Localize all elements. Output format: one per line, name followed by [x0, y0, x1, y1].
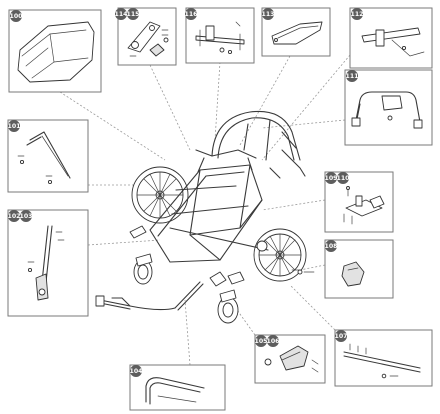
callout-badge-circle [262, 8, 274, 20]
panel-113 [261, 7, 331, 57]
callout-number: 112 [351, 11, 364, 18]
central-stroller-assembly [95, 110, 315, 324]
callout-112: 112 [351, 8, 364, 20]
callout-104: 104 [130, 365, 144, 377]
callout-106: 106 [267, 335, 280, 347]
callout-number: 107 [335, 333, 348, 340]
callout-number: 108 [325, 243, 338, 250]
callout-number: 114 [115, 11, 129, 18]
callout-number: 106 [267, 338, 280, 345]
callout-111: 111 [346, 70, 359, 82]
callout-113: 113 [262, 8, 275, 20]
callout-number: 102 [8, 213, 21, 220]
callout-badge-circle [185, 8, 197, 20]
callout-116: 116 [185, 8, 198, 20]
callout-badge-circle [20, 210, 32, 222]
callout-badge-circle [115, 8, 127, 20]
callout-number: 100 [10, 13, 24, 20]
callout-110: 110 [337, 172, 351, 184]
callout-badge-circle [335, 330, 347, 342]
callout-105: 105 [255, 335, 268, 347]
panel-101 [7, 119, 89, 193]
callout-115: 115 [127, 8, 140, 20]
callout-number: 101 [8, 123, 21, 130]
callout-badge-circle [337, 172, 349, 184]
callout-badge-circle [325, 172, 337, 184]
callout-badge-circle [8, 120, 20, 132]
callout-number: 110 [337, 175, 351, 182]
callout-badge-circle [325, 240, 337, 252]
callout-102: 102 [8, 210, 21, 222]
callout-100: 100 [10, 10, 24, 22]
callout-114: 114 [115, 8, 129, 20]
callout-number: 111 [346, 73, 359, 80]
panel-108 [324, 239, 394, 299]
callout-badge-circle [127, 8, 139, 20]
callout-badge-circle [351, 8, 363, 20]
callout-number: 104 [130, 368, 144, 375]
callout-109: 109 [325, 172, 338, 184]
panel-100 [8, 9, 102, 93]
panel-114-115 [117, 7, 177, 66]
callout-101: 101 [8, 120, 21, 132]
panel-107 [334, 329, 433, 387]
callout-number: 115 [127, 11, 140, 18]
panel-102-103 [7, 209, 89, 317]
panel-109-110 [324, 171, 394, 233]
callout-badge-circle [267, 335, 279, 347]
callout-badge-circle [346, 70, 358, 82]
callout-108: 108 [325, 240, 338, 252]
leader-lines [59, 54, 351, 366]
callout-number: 113 [262, 11, 275, 18]
callout-badge-circle [10, 10, 22, 22]
panel-104 [129, 364, 226, 411]
panel-116 [185, 7, 255, 64]
panel-112 [349, 7, 433, 69]
callout-badge-circle [8, 210, 20, 222]
callout-badge-circle [255, 335, 267, 347]
callout-number: 109 [325, 175, 338, 182]
callout-badge-circle [130, 365, 142, 377]
callout-107: 107 [335, 330, 348, 342]
callout-number: 105 [255, 338, 268, 345]
panel-105-106 [254, 334, 326, 384]
callout-number: 103 [20, 213, 33, 220]
panel-111 [344, 69, 433, 146]
callout-103: 103 [20, 210, 33, 222]
callout-number: 116 [185, 11, 198, 18]
